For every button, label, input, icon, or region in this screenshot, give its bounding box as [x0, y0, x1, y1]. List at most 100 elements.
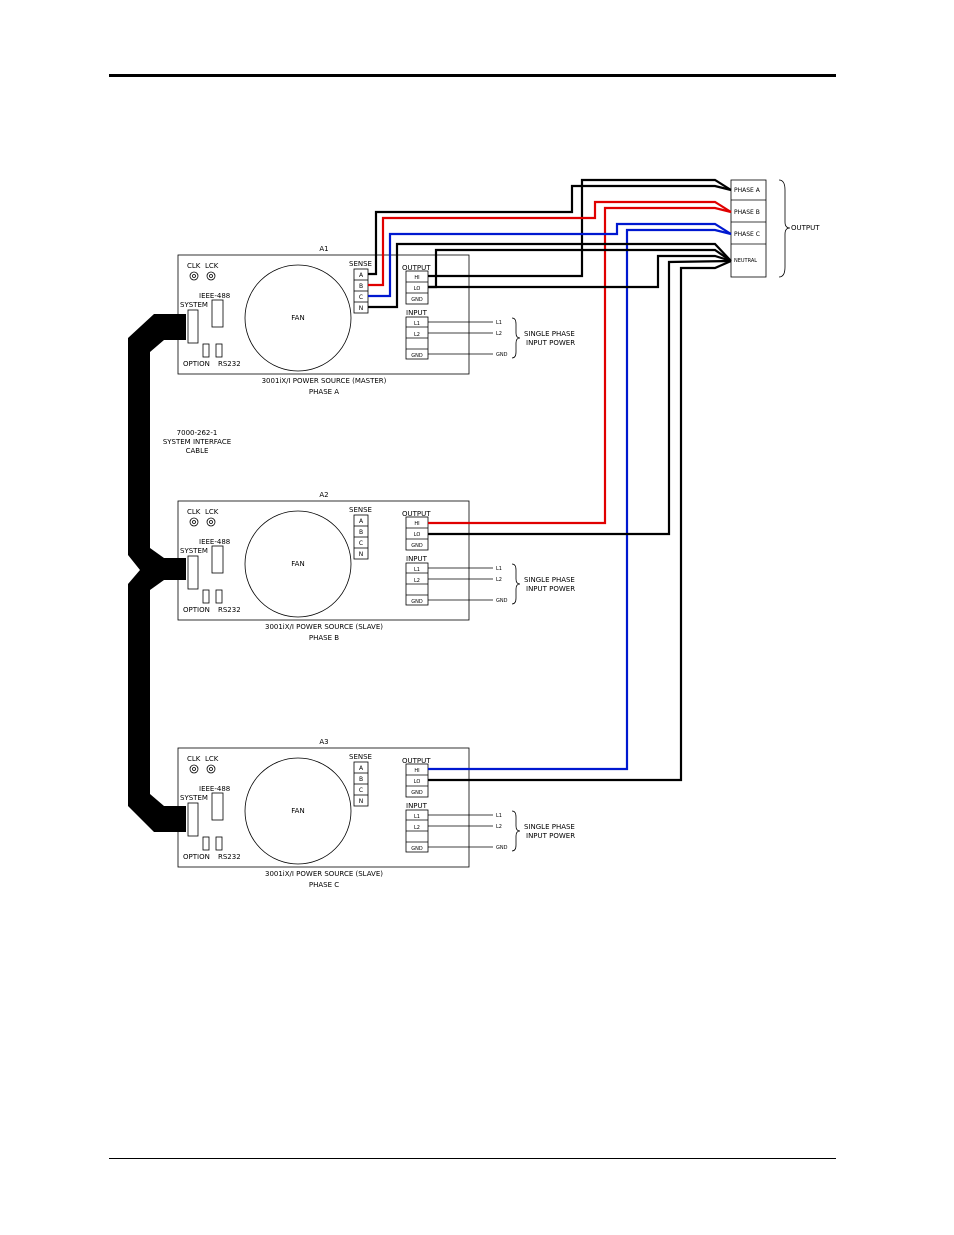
unit-caption: 3001iX/I POWER SOURCE (MASTER)	[262, 377, 387, 385]
lck-label: LCK	[205, 262, 219, 270]
fan-icon	[244, 510, 352, 618]
sense-terminal-c: C	[359, 540, 363, 547]
unit-designator: A3	[319, 738, 328, 746]
wire-phase-c-sense	[368, 222, 732, 298]
clk-label: CLK	[187, 755, 201, 763]
input-terminal-l2: L2	[414, 578, 420, 584]
output-terminal-gnd: GND	[411, 790, 423, 796]
fan-icon	[244, 264, 352, 372]
sense-terminal-c: C	[359, 787, 363, 794]
sense-terminal-n: N	[359, 798, 364, 805]
unit-input-label: INPUT	[406, 802, 428, 810]
input-wire-l1-label: L1	[496, 813, 502, 819]
input-terminal-gnd: GND	[411, 353, 423, 359]
input-terminal-l2: L2	[414, 332, 420, 338]
input-wire-gnd-label: GND	[496, 845, 508, 851]
unit-chassis	[177, 254, 470, 375]
fan-icon	[244, 757, 352, 865]
phase-wiring	[368, 178, 732, 782]
sense-terminal-c: C	[359, 294, 363, 301]
wire-neutral-a2-lo	[428, 259, 732, 536]
output-terminal-gnd: GND	[411, 543, 423, 549]
single-phase-label: SINGLE PHASE	[524, 823, 575, 831]
unit-phase-caption: PHASE B	[309, 634, 339, 642]
wire-phase-c-output	[428, 228, 732, 771]
output-neutral-label: NEUTRAL	[734, 258, 757, 264]
option-connector	[202, 836, 210, 851]
cable-label-line3: CABLE	[186, 447, 209, 455]
cable-part-number: 7000-262-1	[177, 429, 218, 437]
fan-label: FAN	[291, 807, 304, 815]
wire-phase-a-sense	[368, 184, 732, 276]
sense-terminal-b: B	[359, 283, 363, 290]
unit-phase-caption: PHASE C	[309, 881, 339, 889]
output-terminal-gnd: GND	[411, 297, 423, 303]
unit-designator: A1	[319, 245, 328, 253]
sense-label: SENSE	[349, 260, 372, 268]
sense-label: SENSE	[349, 753, 372, 761]
sense-terminal-a: A	[359, 518, 364, 525]
clk-label: CLK	[187, 262, 201, 270]
clk-label: CLK	[187, 508, 201, 516]
system-connector	[187, 802, 199, 837]
single-phase-label: SINGLE PHASE	[524, 330, 575, 338]
input-terminal-l2: L2	[414, 825, 420, 831]
ieee-488-label: IEEE-488	[199, 292, 230, 300]
output-brace-label: OUTPUT	[791, 224, 820, 232]
system-connector	[187, 555, 199, 590]
option-label: OPTION	[183, 606, 210, 614]
ieee-488-connector	[211, 545, 224, 574]
input-terminal-l1: L1	[414, 814, 420, 820]
output-terminal-block: PHASE A PHASE B PHASE C NEUTRAL OUTPUT	[730, 179, 820, 278]
wire-phase-b-output	[428, 206, 732, 525]
option-connector	[202, 343, 210, 358]
rs232-label: RS232	[218, 360, 241, 368]
ieee-488-connector	[211, 792, 224, 821]
unit-caption: 3001iX/I POWER SOURCE (SLAVE)	[265, 870, 383, 878]
output-terminal-lo: LO	[414, 286, 421, 292]
wire-neutral-a3-lo	[428, 259, 732, 782]
clk-connector-icon	[189, 764, 199, 774]
sense-label: SENSE	[349, 506, 372, 514]
system-label: SYSTEM	[180, 301, 208, 309]
rs232-connector	[215, 836, 223, 851]
input-wire-l1-label: L1	[496, 320, 502, 326]
system-connector	[187, 309, 199, 344]
sense-terminal-n: N	[359, 305, 364, 312]
unit-output-label: OUTPUT	[402, 510, 431, 518]
clk-connector-icon	[189, 271, 199, 281]
input-wire-l2-label: L2	[496, 824, 502, 830]
rs232-label: RS232	[218, 606, 241, 614]
unit-input-label: INPUT	[406, 309, 428, 317]
rs232-connector	[215, 343, 223, 358]
sense-terminal-b: B	[359, 776, 363, 783]
unit-output-label: OUTPUT	[402, 264, 431, 272]
output-terminal-hi: HI	[414, 768, 419, 774]
lck-label: LCK	[205, 508, 219, 516]
input-power-brace	[511, 317, 521, 359]
option-label: OPTION	[183, 360, 210, 368]
input-power-label: INPUT POWER	[526, 832, 575, 840]
input-terminal-gnd: GND	[411, 846, 423, 852]
sense-terminal-a: A	[359, 272, 364, 279]
ieee-488-label: IEEE-488	[199, 538, 230, 546]
system-interface-cable	[128, 314, 186, 832]
input-power-label: INPUT POWER	[526, 339, 575, 347]
unit-chassis	[177, 500, 470, 621]
footer-rule	[109, 1158, 836, 1159]
fan-label: FAN	[291, 560, 304, 568]
input-power-brace	[511, 810, 521, 852]
cable-label-line2: SYSTEM INTERFACE	[163, 438, 231, 446]
input-wire-gnd-label: GND	[496, 352, 508, 358]
system-label: SYSTEM	[180, 547, 208, 555]
single-phase-label: SINGLE PHASE	[524, 576, 575, 584]
unit-chassis	[177, 747, 470, 868]
lck-connector-icon	[206, 271, 216, 281]
output-phase-b-label: PHASE B	[734, 209, 760, 216]
ieee-488-connector	[211, 299, 224, 328]
unit-phase-caption: PHASE A	[309, 388, 339, 396]
rs232-connector	[215, 589, 223, 604]
output-terminal-lo: LO	[414, 532, 421, 538]
unit-designator: A2	[319, 491, 328, 499]
unit-output-label: OUTPUT	[402, 757, 431, 765]
